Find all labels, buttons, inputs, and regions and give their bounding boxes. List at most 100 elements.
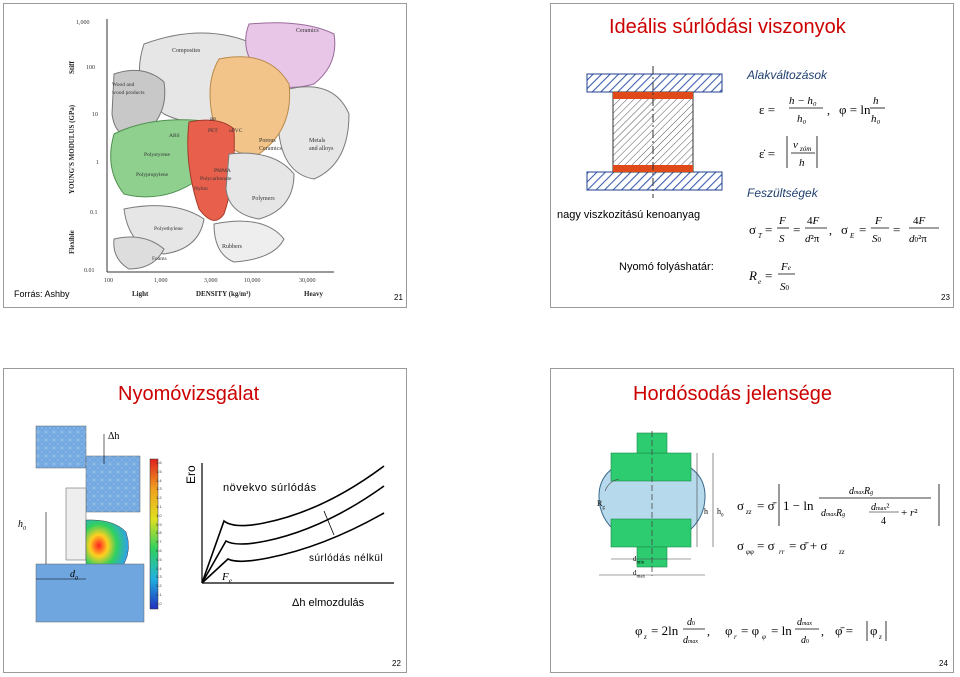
- dmin-label: dmin: [633, 555, 644, 565]
- svg-text:S0: S0: [780, 281, 790, 293]
- label-metals2: and alloys: [309, 146, 334, 152]
- svg-text:= 2ln: = 2ln: [651, 623, 679, 638]
- svg-text:dmax: dmax: [683, 635, 698, 646]
- svg-text:φ: φ: [725, 623, 733, 638]
- svg-text:+ r²: + r²: [901, 507, 918, 519]
- svg-text:rr: rr: [779, 548, 785, 556]
- svg-text:3,000: 3,000: [204, 278, 218, 284]
- svg-text:dmaxRg: dmaxRg: [849, 486, 873, 497]
- svg-text:F: F: [778, 215, 786, 227]
- dmax-label: dmax: [633, 569, 645, 579]
- svg-text:σ: σ: [737, 538, 744, 553]
- svg-text:=: =: [793, 222, 800, 237]
- no-friction-label: súrlódás nélkül: [309, 553, 383, 564]
- svg-text:4F: 4F: [913, 215, 926, 227]
- svg-text:= σ̄ + σ: = σ̄ + σ: [789, 538, 827, 553]
- svg-text:r: r: [734, 633, 737, 641]
- label-pet: PET: [208, 128, 218, 134]
- svg-text:0.1: 0.1: [90, 210, 98, 216]
- svg-text:φφ: φφ: [746, 548, 754, 556]
- svg-text:zz: zz: [745, 508, 752, 516]
- barreling-formulas: σ zz = σ̄ 1 − ln dmaxRg dmaxRg dmax² 4 +…: [731, 474, 951, 564]
- label-nylon: Nylon: [194, 186, 208, 192]
- svg-text:d²π: d²π: [805, 233, 820, 245]
- label-polymers: Polymers: [252, 196, 275, 202]
- svg-text:,: ,: [821, 624, 824, 638]
- svg-text:F: F: [874, 215, 882, 227]
- label-ceramics: Ceramics: [296, 28, 319, 34]
- page-number: 22: [392, 659, 401, 668]
- svg-text:φ: φ: [635, 623, 643, 638]
- label-metals: Metals: [309, 138, 326, 144]
- svg-text:S: S: [779, 233, 785, 245]
- svg-text:σ: σ: [749, 222, 756, 237]
- svg-text:d0: d0: [687, 617, 695, 628]
- svg-text:h: h: [873, 95, 879, 107]
- slide-title: Hordósodás jelensége: [633, 383, 832, 406]
- svg-text:4F: 4F: [807, 215, 820, 227]
- strain-formulas: ε = h − h₀ h₀ , φ = ln h h₀ ε̇ = v zóm h: [749, 86, 909, 176]
- svg-text:1: 1: [96, 160, 99, 166]
- svg-text:ε =: ε =: [759, 102, 775, 117]
- page-number: 23: [941, 293, 950, 302]
- slide-23-ideal-friction: Ideális súrlódási viszonyok Alakváltozás…: [550, 3, 954, 308]
- slide-title: Nyomóvizsgálat: [118, 383, 259, 406]
- specimen-diagram: [579, 62, 749, 202]
- svg-text:30,000: 30,000: [299, 278, 316, 284]
- svg-text:=: =: [893, 222, 900, 237]
- svg-text:d0: d0: [801, 635, 809, 646]
- svg-text:z: z: [643, 633, 647, 641]
- slide-title: Ideális súrlódási viszonyok: [609, 16, 846, 39]
- svg-text:10,000: 10,000: [244, 278, 261, 284]
- svg-text:1,000: 1,000: [76, 20, 90, 26]
- label-pp: PP: [210, 117, 216, 123]
- svg-text:Flexible: Flexible: [68, 230, 76, 254]
- label-wood2: wood products: [112, 90, 145, 96]
- h0-label: h0: [717, 507, 724, 519]
- svg-text:h₀: h₀: [871, 113, 881, 125]
- svg-text:zz: zz: [838, 548, 845, 556]
- h0-label: h0: [18, 519, 26, 532]
- svg-text:T: T: [758, 232, 763, 240]
- label-rubbers: Rubbers: [222, 244, 243, 250]
- svg-text:= ln: = ln: [771, 623, 792, 638]
- label-porous: Porous: [259, 138, 276, 144]
- svg-text:φ = ln: φ = ln: [839, 102, 871, 117]
- slide-22-compression-test: Nyomóvizsgálat: [3, 368, 407, 673]
- svg-text:100: 100: [86, 65, 95, 71]
- slide-21-ashby-chart: Composites Ceramics Wood and wood produc…: [3, 3, 407, 308]
- page-number: 21: [394, 293, 403, 302]
- svg-text:Heavy: Heavy: [304, 290, 324, 298]
- svg-text:φ: φ: [762, 633, 766, 641]
- svg-text:= σ: = σ: [757, 538, 775, 553]
- svg-text:=: =: [765, 222, 772, 237]
- svg-text:φ̄ =: φ̄ =: [835, 623, 853, 638]
- slide-24-barreling: Hordósodás jelensége Rg h h0 dmin dmax σ…: [550, 368, 954, 673]
- svg-text:E: E: [849, 232, 855, 240]
- label-composites: Composites: [172, 48, 201, 54]
- label-deformations: Alakváltozások: [747, 68, 827, 82]
- svg-text:,: ,: [707, 624, 710, 638]
- source-label: Forrás: Ashby: [14, 289, 70, 299]
- svg-text:,: ,: [827, 103, 830, 117]
- label-material: nagy viszkozitású kenoanyag: [557, 209, 700, 221]
- svg-text:R: R: [748, 268, 757, 283]
- label-stresses: Feszültségek: [747, 186, 818, 200]
- label-yield: Nyomó folyáshatár:: [619, 261, 714, 273]
- svg-text:=: =: [765, 268, 772, 283]
- increasing-friction-label: növekvo súrlódás: [223, 482, 317, 494]
- svg-text:d0²π: d0²π: [909, 233, 927, 245]
- svg-text:σ: σ: [841, 222, 848, 237]
- svg-text:YOUNG'S MODULUS (GPa): YOUNG'S MODULUS (GPa): [68, 104, 76, 194]
- label-pmma: PMMA: [214, 168, 231, 174]
- svg-text:h: h: [799, 157, 805, 169]
- svg-text:Light: Light: [132, 290, 149, 298]
- label-polypropylene: Polypropylene: [136, 172, 169, 178]
- d0-label: d0: [70, 569, 78, 582]
- svg-text:zóm: zóm: [799, 145, 811, 153]
- svg-text:DENSITY (kg/m³): DENSITY (kg/m³): [196, 290, 251, 298]
- svg-text:= φ: = φ: [741, 623, 759, 638]
- svg-text:0.01: 0.01: [84, 268, 95, 274]
- svg-text:Stiff: Stiff: [68, 61, 76, 75]
